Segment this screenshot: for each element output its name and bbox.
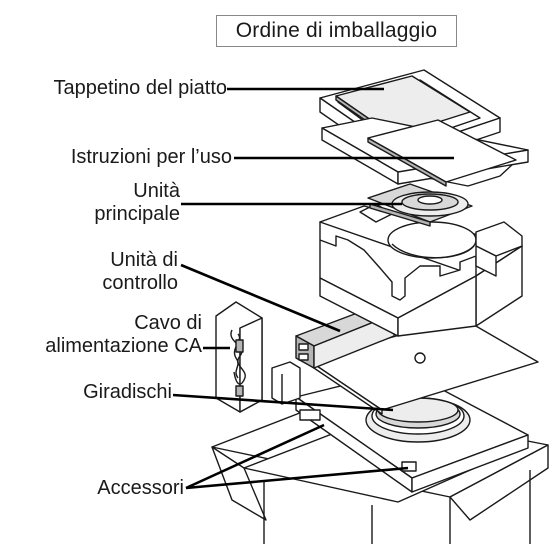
label-control-unit-line2: controllo: [102, 272, 178, 294]
label-turntable: Giradischi: [83, 381, 172, 403]
leader-accessory-2: [185, 466, 409, 490]
label-main-unit-line1: Unità: [133, 180, 180, 202]
cable-box: [215, 301, 263, 413]
leader-control-unit: [180, 263, 341, 333]
label-ac-cable-line2: alimentazione CA: [45, 335, 202, 357]
label-accessories: Accessori: [97, 477, 184, 499]
label-platter-mat: Tappetino del piatto: [53, 77, 227, 99]
label-control-unit-line1: Unità di: [110, 249, 178, 271]
foam-block: [319, 203, 523, 337]
accessory-box-2: [401, 461, 417, 472]
leader-turntable: [172, 393, 394, 412]
label-instruction-manual: Istruzioni per l’uso: [70, 146, 232, 168]
side-box: [271, 361, 301, 405]
leader-accessory-1: [185, 423, 325, 490]
leader-lines: [172, 87, 454, 490]
label-main-unit-line2: principale: [94, 203, 180, 225]
accessory-box-1: [299, 409, 321, 421]
flat-sheet: [307, 317, 539, 415]
instruction-manual: [367, 119, 517, 187]
main-unit: [367, 183, 473, 227]
diagram-title: Ordine di imballaggio: [216, 15, 457, 47]
label-ac-cable-line1: Cavo di: [134, 312, 202, 334]
